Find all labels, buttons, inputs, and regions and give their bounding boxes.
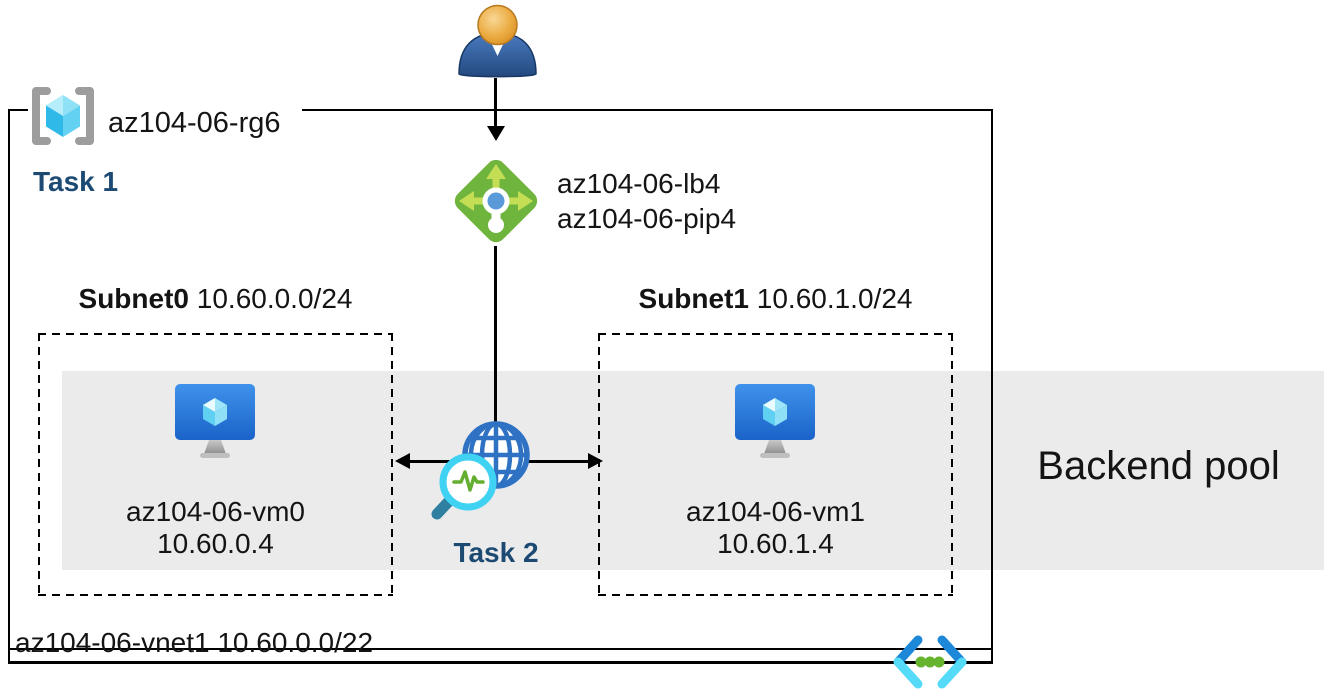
backend-pool-label: Backend pool xyxy=(1037,444,1280,488)
task1-label: Task 1 xyxy=(33,166,119,197)
rg-border-bottom xyxy=(8,661,993,664)
vnet-border-line xyxy=(8,648,993,650)
public-ip-name: az104-06-pip4 xyxy=(557,203,737,234)
rg-border-left xyxy=(8,109,10,664)
resource-group-icon xyxy=(32,87,94,145)
task2-label: Task 2 xyxy=(453,537,539,568)
backend-pool-band xyxy=(62,371,1324,570)
arrowhead-to-subnet0 xyxy=(395,453,410,469)
vm1-label: az104-06-vm1 10.60.1.4 xyxy=(686,496,865,560)
user-to-lb-connector xyxy=(494,78,497,126)
virtual-machine-icon xyxy=(175,384,255,458)
rg-border-top xyxy=(302,109,993,111)
arrowhead-to-subnet1 xyxy=(588,453,603,469)
load-balancer-name: az104-06-lb4 xyxy=(557,168,721,199)
vnet-label: az104-06-vnet1 10.60.0.0/22 xyxy=(15,627,374,658)
user-icon xyxy=(458,4,537,78)
subnet0-title: Subnet0 10.60.0.0/24 xyxy=(78,283,353,314)
globe-magnifier-icon xyxy=(431,421,530,520)
lb-to-globe-connector xyxy=(494,246,497,425)
rg-border-right xyxy=(991,109,993,664)
virtual-network-icon xyxy=(893,635,967,689)
virtual-machine-icon xyxy=(735,384,815,458)
resource-group-name: az104-06-rg6 xyxy=(108,107,281,139)
vm0-label: az104-06-vm0 10.60.0.4 xyxy=(126,496,305,560)
rg-border-top-left xyxy=(8,109,28,111)
user-to-lb-arrowhead xyxy=(487,126,505,141)
load-balancer-icon xyxy=(454,159,538,243)
subnet1-title: Subnet1 10.60.1.0/24 xyxy=(638,283,913,314)
